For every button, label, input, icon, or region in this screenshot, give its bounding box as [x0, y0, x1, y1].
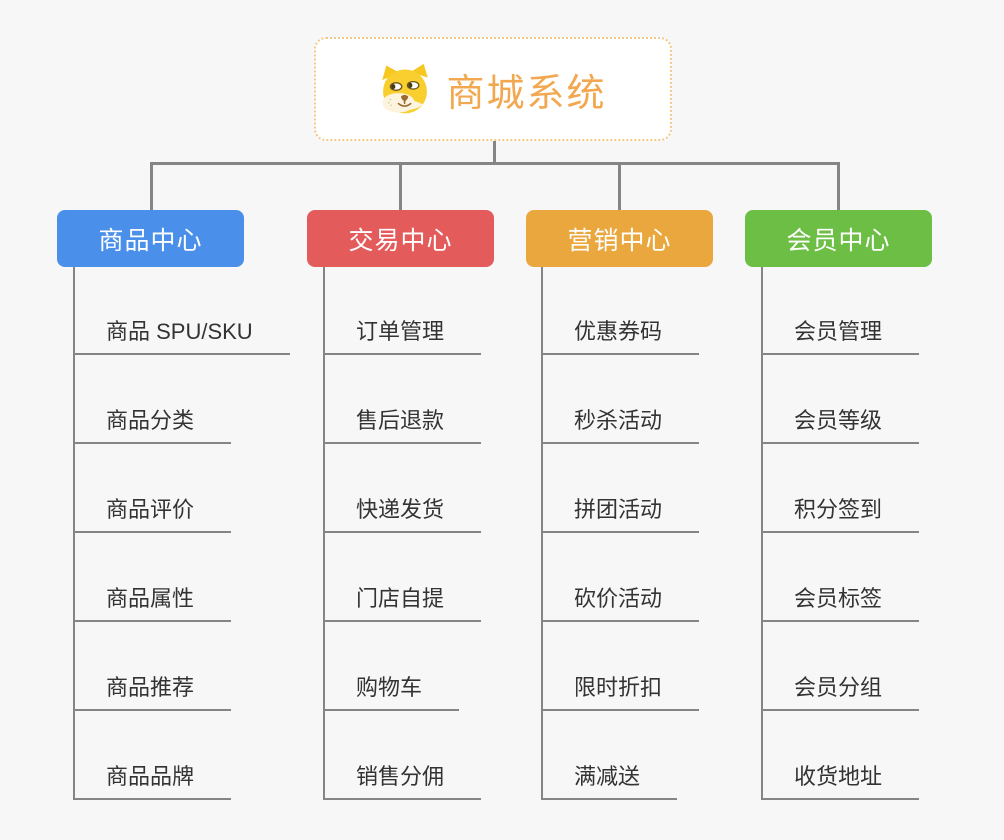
- node-label: 收货地址: [794, 764, 883, 789]
- node-item[interactable]: 订单管理: [323, 319, 482, 355]
- doge-icon: [379, 63, 431, 115]
- node-item[interactable]: 商品推荐: [73, 675, 232, 711]
- node-item[interactable]: 商品分类: [73, 408, 232, 444]
- node-item[interactable]: 会员标签: [761, 586, 920, 622]
- node-item[interactable]: 砍价活动: [541, 586, 700, 622]
- node-item[interactable]: 商品评价: [73, 497, 232, 533]
- connector-bus: [150, 162, 840, 165]
- node-label: 砍价活动: [574, 586, 663, 611]
- node-item[interactable]: 满减送: [541, 764, 678, 800]
- node-label: 商品品牌: [106, 764, 195, 789]
- node-label: 商品推荐: [106, 675, 195, 700]
- root-node[interactable]: 商城系统: [314, 37, 672, 141]
- node-label: 会员等级: [794, 408, 883, 433]
- node-item[interactable]: 积分签到: [761, 497, 920, 533]
- node-item[interactable]: 会员分组: [761, 675, 920, 711]
- connector-drop: [150, 162, 153, 210]
- connector-root-stub: [493, 141, 496, 165]
- branch-rail: [73, 267, 75, 800]
- node-label: 满减送: [574, 764, 641, 789]
- connector-drop: [837, 162, 840, 210]
- branch-label: 营销中心: [567, 226, 672, 255]
- branch-rail: [761, 267, 763, 800]
- node-label: 优惠券码: [574, 319, 663, 344]
- node-label: 会员标签: [794, 586, 883, 611]
- node-item[interactable]: 限时折扣: [541, 675, 700, 711]
- node-label: 秒杀活动: [574, 408, 663, 433]
- node-label: 购物车: [356, 675, 423, 700]
- node-label: 拼团活动: [574, 497, 663, 522]
- branch-marketing-center[interactable]: 营销中心: [526, 210, 713, 267]
- node-item[interactable]: 商品品牌: [73, 764, 232, 800]
- node-label: 限时折扣: [574, 675, 663, 700]
- node-label: 订单管理: [356, 319, 445, 344]
- connector-drop: [399, 162, 402, 210]
- node-label: 商品属性: [106, 586, 195, 611]
- branch-label: 会员中心: [786, 226, 891, 255]
- node-item[interactable]: 优惠券码: [541, 319, 700, 355]
- node-item[interactable]: 秒杀活动: [541, 408, 700, 444]
- node-item[interactable]: 会员管理: [761, 319, 920, 355]
- node-label: 商品分类: [106, 408, 195, 433]
- node-label: 积分签到: [794, 497, 883, 522]
- node-item[interactable]: 购物车: [323, 675, 460, 711]
- node-item[interactable]: 门店自提: [323, 586, 482, 622]
- node-item[interactable]: 收货地址: [761, 764, 920, 800]
- node-label: 商品评价: [106, 497, 195, 522]
- node-item[interactable]: 售后退款: [323, 408, 482, 444]
- branch-trade-center[interactable]: 交易中心: [307, 210, 494, 267]
- branch-rail: [541, 267, 543, 800]
- branch-member-center[interactable]: 会员中心: [745, 210, 932, 267]
- branch-product-center[interactable]: 商品中心: [57, 210, 244, 267]
- node-label: 商品 SPU/SKU: [106, 319, 253, 344]
- node-label: 销售分佣: [356, 764, 445, 789]
- branch-label: 商品中心: [98, 226, 203, 255]
- node-item[interactable]: 商品属性: [73, 586, 232, 622]
- root-title: 商城系统: [446, 72, 607, 115]
- node-label: 快递发货: [356, 497, 445, 522]
- node-item[interactable]: 会员等级: [761, 408, 920, 444]
- branch-rail: [323, 267, 325, 800]
- node-label: 会员管理: [794, 319, 883, 344]
- node-item[interactable]: 销售分佣: [323, 764, 482, 800]
- branch-label: 交易中心: [348, 226, 453, 255]
- node-item[interactable]: 拼团活动: [541, 497, 700, 533]
- node-item[interactable]: 商品 SPU/SKU: [73, 319, 290, 355]
- node-label: 会员分组: [794, 675, 883, 700]
- node-label: 售后退款: [356, 408, 445, 433]
- node-label: 门店自提: [356, 586, 445, 611]
- connector-drop: [618, 162, 621, 210]
- node-item[interactable]: 快递发货: [323, 497, 482, 533]
